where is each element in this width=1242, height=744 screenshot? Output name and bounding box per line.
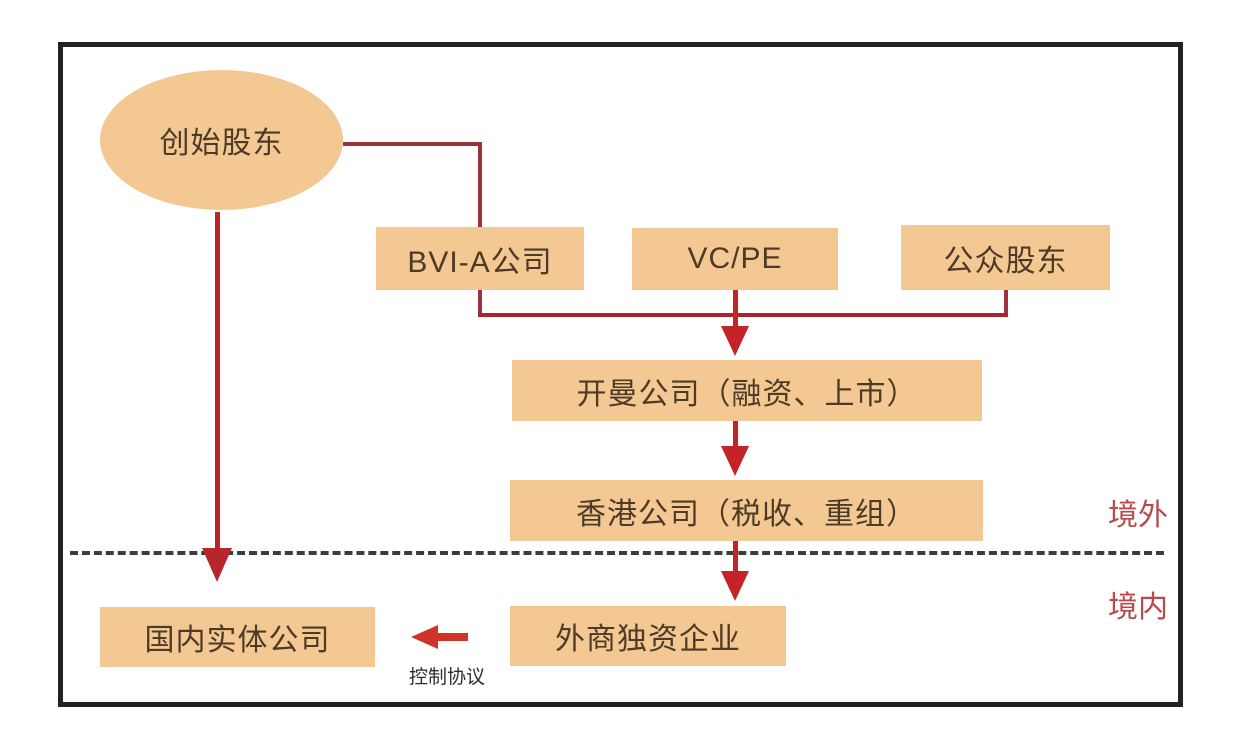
edge-founders-to-bvi-hline: [343, 142, 482, 146]
merge-drop-public: [1004, 290, 1008, 315]
node-vc-pe: VC/PE: [632, 228, 838, 290]
node-domestic-entity: 国内实体公司: [100, 607, 375, 667]
offshore-onshore-dashed-divider: [70, 551, 1164, 555]
node-wfoe-label: 外商独资企业: [555, 623, 741, 656]
edge-founders-to-bvi-vline: [478, 142, 482, 230]
offshore-label: 境外: [1108, 499, 1168, 532]
node-founding-shareholders-label: 创始股东: [159, 127, 284, 160]
arrow-merge-to-cayman-shaft: [733, 290, 738, 328]
node-public-shareholders: 公众股东: [901, 225, 1110, 290]
control-agreement-label: 控制协议: [408, 667, 485, 688]
arrow-down-icon: [721, 571, 749, 601]
node-cayman-company: 开曼公司（融资、上市）: [512, 360, 982, 421]
diagram-frame: [58, 42, 1183, 707]
node-bvi-a-company: BVI-A公司: [376, 227, 584, 290]
node-domestic-entity-label: 国内实体公司: [144, 624, 331, 657]
onshore-label: 境内: [1108, 591, 1168, 624]
merge-drop-bvi: [478, 290, 482, 315]
node-hongkong-company: 香港公司（税收、重组）: [510, 480, 983, 541]
arrow-hongkong-wfoe-shaft: [733, 541, 738, 575]
node-wfoe: 外商独资企业: [510, 606, 786, 666]
arrow-down-icon: [721, 326, 749, 356]
arrow-control-shaft: [436, 633, 468, 641]
arrow-left-icon: [411, 625, 438, 649]
arrow-down-icon: [202, 548, 232, 582]
arrow-founders-domestic-shaft: [215, 212, 220, 552]
arrow-cayman-hongkong-shaft: [733, 421, 738, 449]
node-founding-shareholders: 创始股东: [100, 70, 343, 210]
node-cayman-company-label: 开曼公司（融资、上市）: [576, 377, 918, 411]
node-public-shareholders-label: 公众股东: [943, 244, 1068, 278]
merge-collector-line: [478, 313, 1008, 317]
node-vc-pe-label: VC/PE: [687, 242, 783, 275]
arrow-down-icon: [721, 446, 749, 476]
node-hongkong-company-label: 香港公司（税收、重组）: [576, 497, 917, 531]
node-bvi-a-company-label: BVI-A公司: [407, 245, 553, 279]
